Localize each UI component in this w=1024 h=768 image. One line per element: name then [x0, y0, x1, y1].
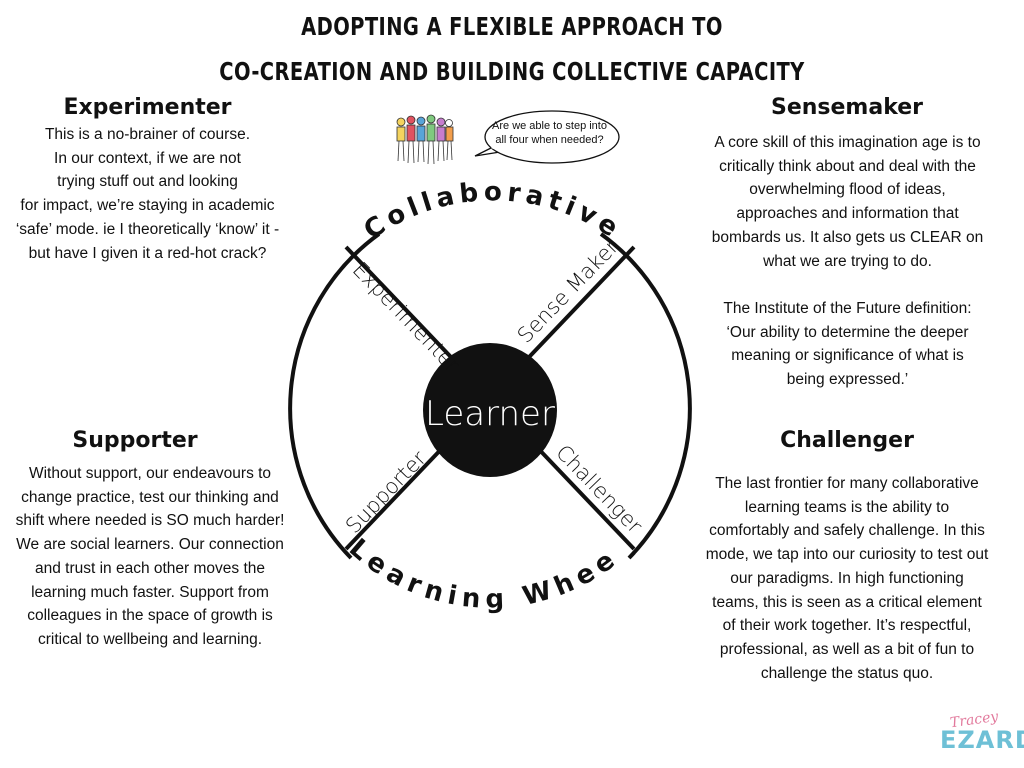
- spoke-label-sensemaker: Sense Maker: [513, 234, 624, 347]
- text-line: meaning or significance of what is: [731, 347, 964, 365]
- text-line: The last frontier for many collaborative: [715, 475, 979, 492]
- spoke-label-supporter: Supporter: [341, 446, 431, 538]
- text-line: The Institute of the Future definition:: [723, 299, 972, 317]
- text-line: change practice, test our thinking and: [21, 488, 279, 506]
- text-line: Without support, our endeavours to: [28, 465, 272, 482]
- text-line: teams, this is seen as a critical elemen…: [712, 593, 982, 611]
- people-group-icon: [396, 114, 454, 165]
- sensemaker-heading: Sensemaker: [770, 95, 924, 120]
- text-line: This is a no-brainer of course.: [44, 126, 251, 143]
- wheel-rim-right: [599, 232, 692, 560]
- text-line: challenge the status quo.: [760, 664, 934, 682]
- text-line: overwhelming flood of ideas,: [749, 181, 946, 199]
- text-line: and trust in each other moves the: [34, 559, 266, 577]
- hub-label: Learner: [425, 394, 555, 434]
- text-line: of their work together. It’s respectful,: [722, 617, 972, 635]
- supporter-text: Without support, our endeavours to change…: [5, 462, 295, 652]
- text-line: our paradigms. In high functioning: [730, 569, 964, 587]
- experimenter-text: This is a no-brainer of course. In our co…: [10, 123, 285, 265]
- text-line: for impact, we’re staying in academic: [20, 197, 275, 215]
- learning-wheel: Learner Collaborative Learning Wheel Exp…: [270, 180, 692, 615]
- text-line: trying stuff out and looking: [57, 173, 238, 191]
- text-line: bombards us. It also gets us CLEAR on: [711, 228, 984, 246]
- text-line: In our context, if we are not: [54, 149, 241, 167]
- arc-collaborative: Collaborative: [359, 180, 628, 246]
- text-line: shift where needed is SO much harder!: [15, 512, 285, 530]
- text-line: ‘safe’ mode. ie I theoretically ‘know’ i…: [15, 220, 280, 238]
- arc-collaborative-text: Collaborative: [359, 180, 623, 246]
- text-line: learning teams is the ability to: [744, 498, 950, 516]
- hub-circle: [423, 343, 557, 477]
- challenger-heading: Challenger: [780, 428, 914, 453]
- text-line: being expressed.’: [786, 371, 909, 389]
- text-line: approaches and information that: [736, 205, 959, 223]
- wheel-rim-left: [288, 232, 381, 560]
- speech-bubble-text: Are we able to step into all four when n…: [492, 120, 607, 146]
- text-line: mode, we tap into our curiosity to test …: [705, 546, 989, 564]
- title-line-2: CO-CREATION AND BUILDING COLLECTIVE CAPA…: [219, 57, 805, 86]
- text-line: comfortably and safely challenge. In thi…: [709, 522, 985, 540]
- title-line-1: ADOPTING A FLEXIBLE APPROACH TO: [301, 12, 723, 41]
- speech-bubble: [474, 110, 620, 164]
- text-line: critical to wellbeing and learning.: [37, 630, 263, 648]
- text-line: We are social learners. Our connection: [16, 536, 284, 554]
- text-line: professional, as well as a bit of fun to: [719, 640, 975, 658]
- supporter-heading: Supporter: [72, 428, 198, 453]
- tracey-ezard-logo: Tracey EZARD: [932, 709, 1024, 762]
- spoke-label-challenger: Challenger: [551, 440, 647, 538]
- text-line: ‘Our ability to determine the deeper: [726, 323, 969, 341]
- challenger-text: The last frontier for many collaborative…: [692, 472, 1002, 685]
- text-line: A core skill of this imagination age is …: [714, 134, 981, 151]
- text-line: but have I given it a red-hot crack?: [28, 244, 267, 262]
- experimenter-heading: Experimenter: [63, 95, 232, 120]
- logo-main-text: EZARD: [940, 726, 1024, 754]
- text-line: critically think about and deal with the: [719, 157, 976, 175]
- text-line: what we are trying to do.: [763, 252, 932, 270]
- text-line: learning much faster. Support from: [31, 583, 269, 601]
- text-line: colleagues in the space of growth is: [27, 607, 273, 625]
- spoke-label-experimenter: Experimenter: [348, 257, 465, 377]
- sensemaker-text: A core skill of this imagination age is …: [700, 131, 995, 392]
